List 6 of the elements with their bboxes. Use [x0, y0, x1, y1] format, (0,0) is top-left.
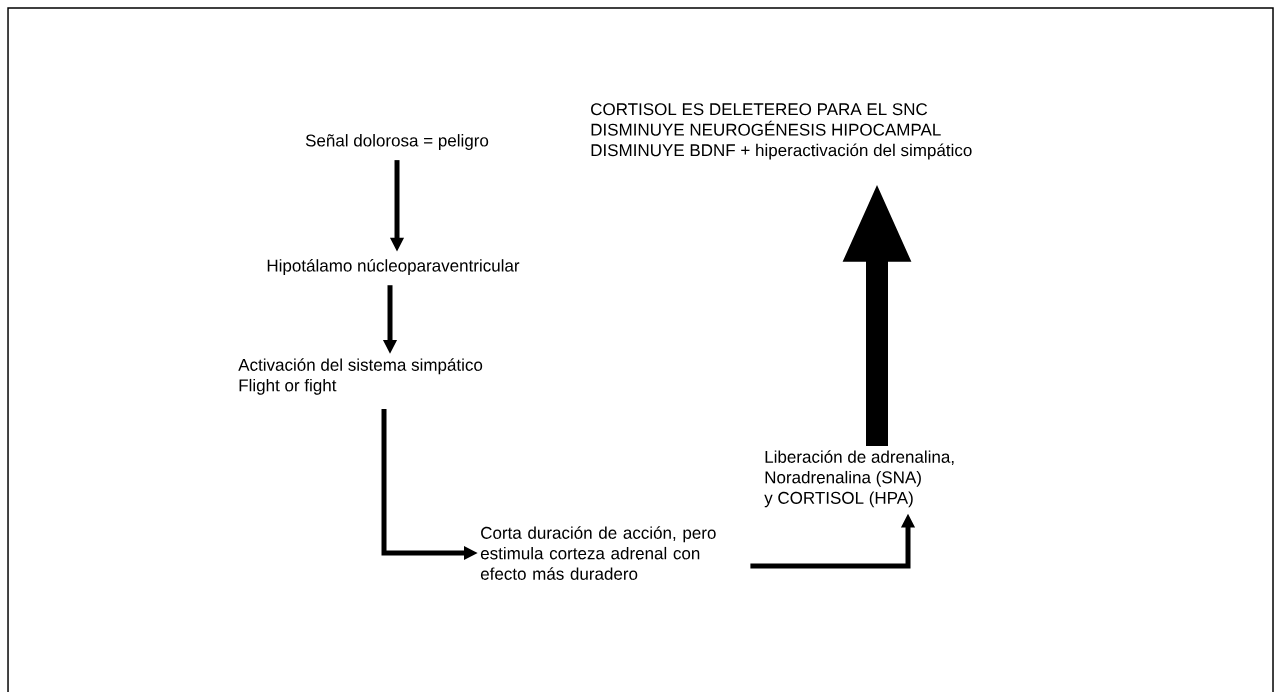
text-label: Corta duración de acción, pero estimula corteza adrenal con efecto más duradero: [480, 526, 716, 580]
text-label: Hipotálamo núcleoparaventricular: [267, 258, 520, 275]
text-label: CORTISOL ES DELETEREO PARA EL SNC DISMINUYE NEUROGÉNESIS HIPOCAMPAL DISMINUYE BDNF + hiperactivación del simpático: [591, 103, 972, 160]
text-label: Activación del sistema simpático Flight or fight: [238, 358, 483, 395]
text-label: Liberación de adrenalina, Noradrenalina (SNA) y CORTISOL (HPA): [764, 450, 954, 508]
text-label: Señal dolorosa = peligro: [305, 134, 489, 150]
